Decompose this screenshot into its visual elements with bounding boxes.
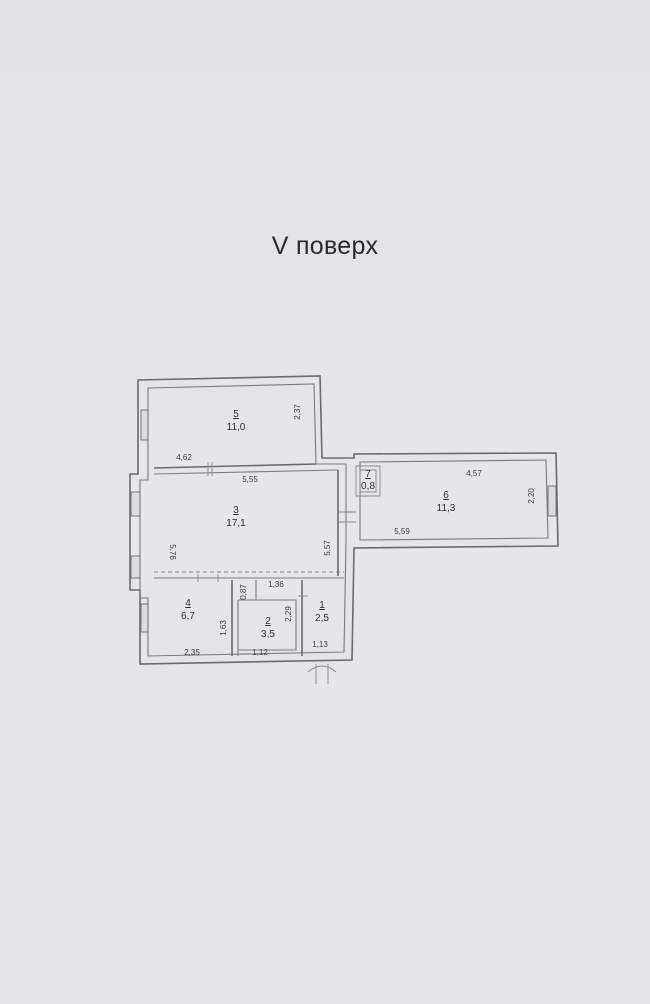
window-room6 — [547, 485, 557, 517]
window-room3-top — [130, 491, 141, 517]
room-4-area: 6,7 — [181, 611, 195, 622]
floor-title: V поверх — [271, 232, 379, 260]
room-7-number: 7 — [365, 469, 371, 480]
outer-walls — [129, 375, 559, 665]
room-2-area: 3,5 — [261, 629, 275, 640]
room7-closet — [355, 465, 381, 497]
entrance-arc — [307, 665, 337, 673]
room-3-area: 17,1 — [226, 518, 246, 529]
dim-5-57: 5,57 — [323, 540, 332, 556]
dim-2-37: 2,37 — [293, 404, 302, 420]
door-marks — [197, 462, 356, 684]
outer-wall-left-block — [129, 375, 559, 665]
wall-room5-room3-inner — [153, 469, 339, 475]
room-labels: 5 11,0 3 17,1 7 0,8 6 11,3 4 6,7 2 3,5 1… — [181, 409, 456, 640]
dim-2-35: 2,35 — [184, 648, 200, 657]
dim-1-36: 1,36 — [268, 580, 284, 589]
wall-room2 — [238, 580, 297, 651]
room-2-number: 2 — [265, 616, 271, 627]
window-room3-bottom — [130, 555, 141, 579]
room-7-area: 0,8 — [361, 481, 375, 492]
dimension-labels: 2,37 4,62 5,55 4,57 2,20 5,59 5,76 5,57 … — [168, 404, 536, 657]
room-6-area: 11,3 — [437, 503, 456, 514]
room-6-number: 6 — [443, 490, 449, 501]
window-room4 — [140, 603, 149, 633]
dim-1-13: 1,13 — [312, 640, 328, 649]
room-1-area: 2,5 — [315, 613, 329, 624]
room-4-number: 4 — [185, 598, 191, 609]
wall-room5-room3 — [153, 463, 317, 469]
room-3-number: 3 — [233, 505, 239, 516]
dim-1-63: 1,63 — [219, 620, 228, 636]
inner-wall-left-block — [139, 383, 347, 657]
dim-4-57: 4,57 — [466, 469, 482, 478]
dim-1-12: 1,12 — [252, 648, 268, 657]
room-5-number: 5 — [233, 409, 239, 420]
room-5-area: 11,0 — [227, 422, 246, 433]
inner-wall-room-6 — [359, 459, 549, 541]
dim-5-55: 5,55 — [242, 475, 258, 484]
room7-closet-inner — [359, 469, 377, 493]
room-1-number: 1 — [319, 600, 325, 611]
partitions — [153, 463, 381, 656]
dim-5-76: 5,76 — [168, 544, 177, 560]
dim-4-62: 4,62 — [176, 453, 192, 462]
window-room5 — [140, 409, 149, 441]
dim-2-20: 2,20 — [527, 488, 536, 504]
windows — [130, 409, 557, 633]
dim-0-87: 0,87 — [239, 584, 248, 600]
dim-5-59: 5,59 — [394, 527, 410, 536]
dim-2-29: 2,29 — [284, 606, 293, 622]
